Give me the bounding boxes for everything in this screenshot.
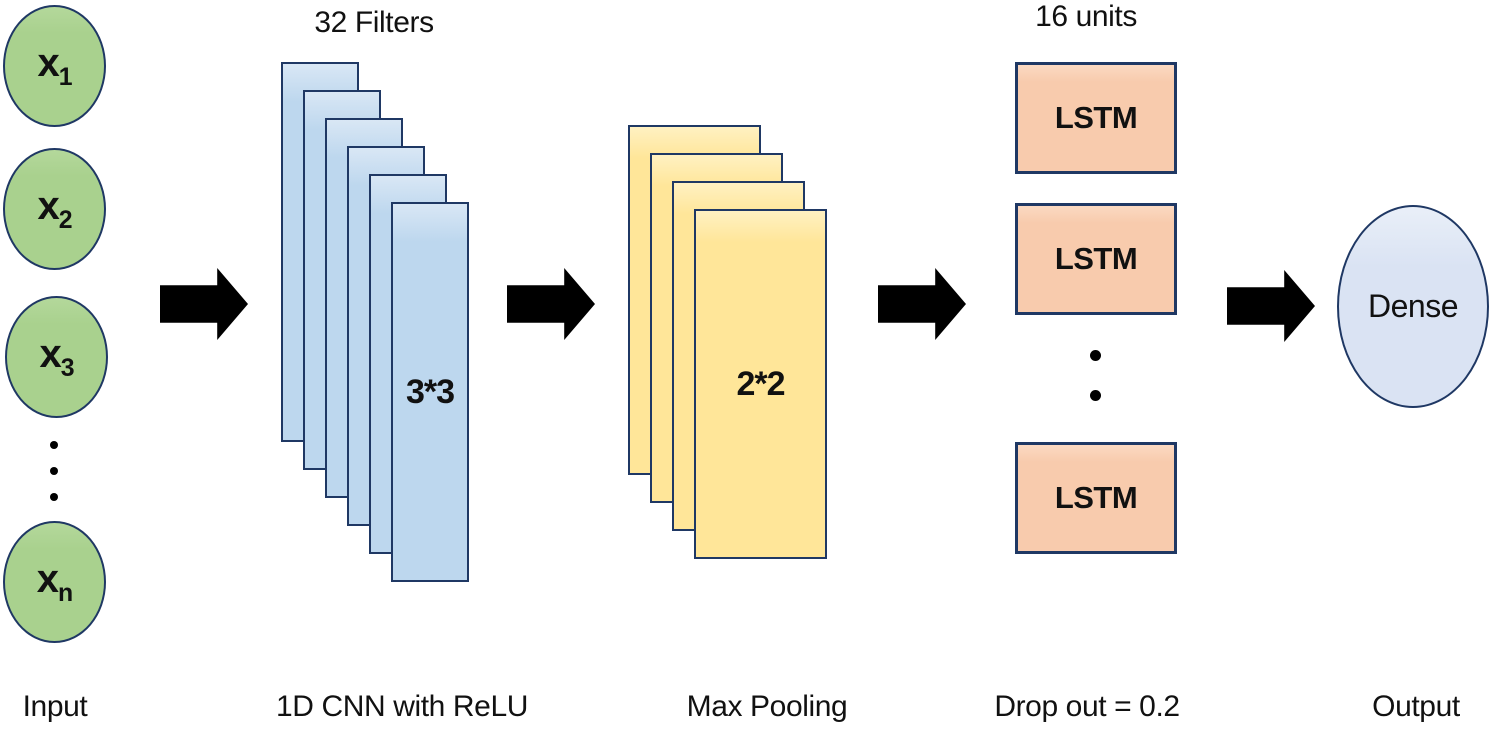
dense-output-node: Dense	[1337, 205, 1489, 408]
dense-label: Dense	[1368, 288, 1459, 324]
input-node-x2: x2	[3, 148, 106, 270]
input-node-label: x1	[37, 40, 72, 91]
lstm-block: LSTM	[1015, 442, 1177, 554]
arrow-right-icon	[160, 268, 248, 340]
input-node-x3: x3	[5, 296, 108, 418]
lstm-block: LSTM	[1015, 62, 1177, 174]
input-caption: Input	[22, 690, 88, 723]
pooling-kernel-label: 2*2	[736, 364, 785, 403]
input-node-label: x3	[39, 331, 74, 382]
lstm-units-title: 16 units	[1035, 0, 1137, 33]
input-node-label: xn	[36, 556, 73, 607]
arrow-right-icon	[878, 268, 966, 340]
ellipsis-dot	[50, 441, 58, 449]
arrow-right-icon	[1227, 270, 1315, 342]
ellipsis-dot	[1090, 350, 1101, 361]
output-caption: Output	[1372, 690, 1460, 723]
ellipsis-dot	[1090, 390, 1101, 401]
input-node-label: x2	[37, 183, 72, 234]
arrow-right-icon	[507, 268, 595, 340]
input-node-xn: xn	[3, 521, 106, 643]
lstm-block: LSTM	[1015, 203, 1177, 315]
cnn-caption: 1D CNN with ReLU	[276, 690, 528, 723]
ellipsis-dot	[50, 493, 58, 501]
pooling-panel-front: 2*2	[694, 209, 827, 559]
input-node-x1: x1	[3, 5, 106, 127]
ellipsis-dot	[50, 467, 58, 475]
cnn-filter-panel-front: 3*3	[391, 202, 469, 582]
pooling-caption: Max Pooling	[686, 690, 848, 723]
dropout-caption: Drop out = 0.2	[994, 690, 1180, 723]
cnn-kernel-label: 3*3	[405, 372, 455, 411]
cnn-filters-title: 32 Filters	[314, 6, 434, 39]
